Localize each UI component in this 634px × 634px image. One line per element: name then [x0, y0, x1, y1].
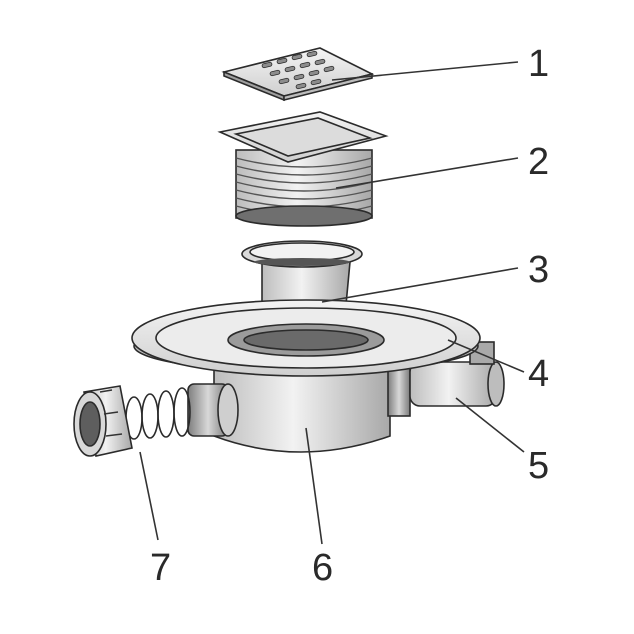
callout-number-4: 4 — [528, 353, 549, 395]
callout-number-3: 3 — [528, 249, 549, 291]
leader-line-4 — [447, 339, 525, 373]
part-1-grate — [221, 47, 375, 102]
leader-lines — [139, 61, 525, 545]
part-4-sealing-flange — [131, 299, 481, 377]
callout-number-7: 7 — [150, 547, 171, 589]
part-7-compression-connector — [73, 383, 239, 457]
leader-line-2 — [335, 157, 519, 189]
callout-number-5: 5 — [528, 445, 549, 487]
callout-number-6: 6 — [312, 547, 333, 589]
part-2-frame-insert — [217, 111, 389, 227]
callout-numbers: 1 2 3 4 5 6 7 — [150, 43, 549, 589]
part-6-drain-body — [213, 359, 391, 453]
leader-line-1 — [331, 61, 519, 81]
callout-number-1: 1 — [528, 43, 549, 85]
part-5-outlet-elbow — [387, 341, 505, 417]
callout-number-2: 2 — [528, 141, 549, 183]
leader-line-5 — [455, 397, 525, 453]
leader-line-7 — [139, 451, 159, 541]
leader-line-6 — [305, 427, 323, 545]
leader-line-3 — [321, 267, 519, 303]
